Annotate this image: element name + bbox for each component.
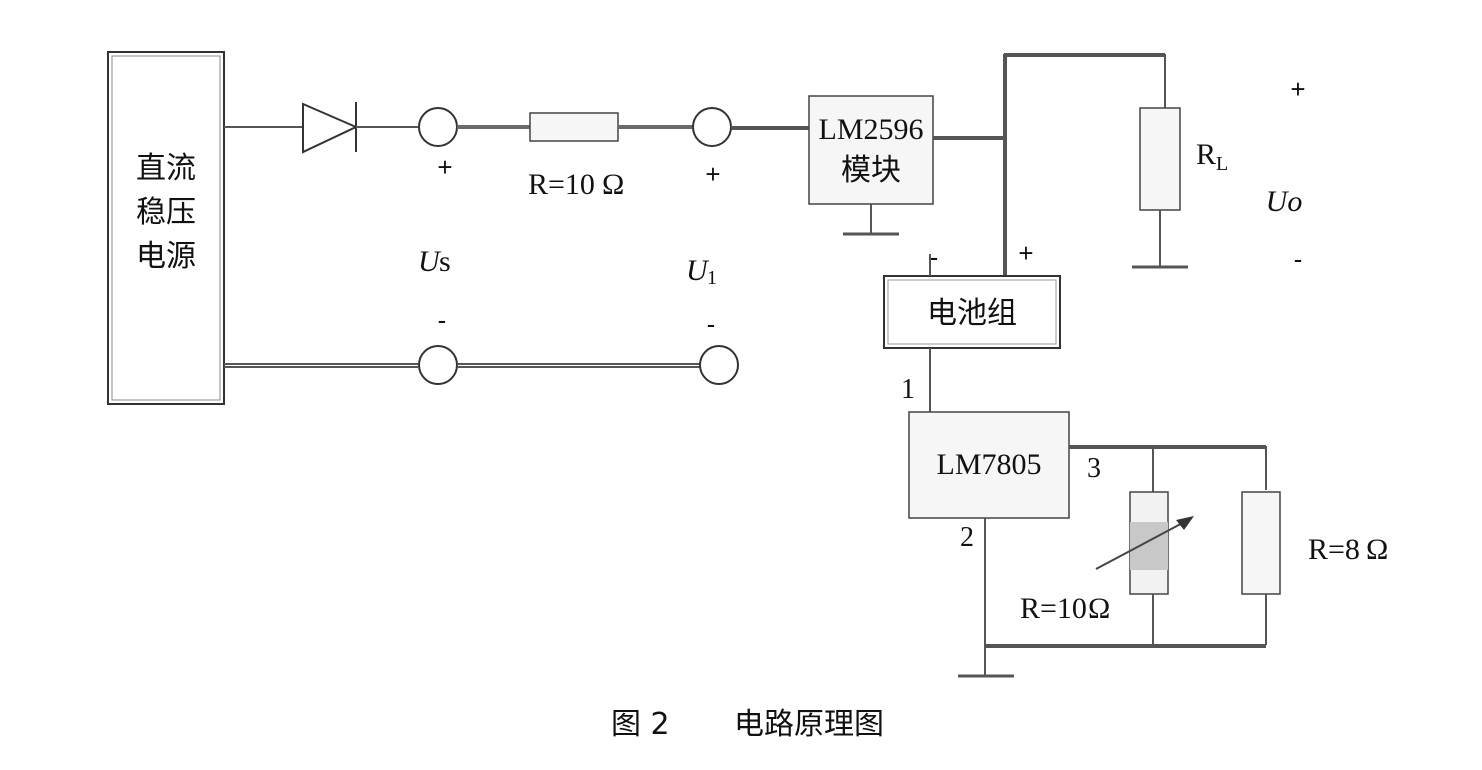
us-minus: - [438, 305, 447, 335]
terminal-us-plus [418, 107, 458, 147]
lm2596-module: LM2596 模块 [808, 95, 934, 205]
pot-label: R=10 [1020, 592, 1087, 625]
load-label: R [1196, 138, 1216, 171]
us-label: U [418, 245, 442, 278]
u1-label-sub: 1 [707, 267, 717, 289]
terminal-u1-minus [699, 345, 739, 385]
u1-plus: + [705, 159, 720, 189]
terminal-u1-plus [692, 107, 732, 147]
resistor-series-unit: Ω [602, 168, 624, 201]
lm2596-label: LM2596 [819, 113, 924, 146]
lm7805-label: LM7805 [937, 448, 1042, 481]
u1-label: U [686, 254, 710, 287]
battery-plus: + [1018, 238, 1033, 268]
u1-minus: - [707, 309, 716, 339]
battery-pack: 电池组 [883, 275, 1061, 349]
diode [302, 102, 359, 154]
pot-unit: Ω [1088, 592, 1110, 625]
us-plus: + [437, 152, 452, 182]
battery-minus: - [930, 242, 939, 272]
uo-label: Uo [1266, 185, 1303, 218]
figure-title: 电路原理图 [734, 707, 884, 742]
us-label-sub: s [439, 245, 451, 278]
figure-number: 图 2 [611, 707, 670, 742]
uo-plus: + [1290, 74, 1305, 104]
supply-label-3: 电源 [136, 239, 196, 274]
pin1-label: 1 [901, 374, 915, 405]
dc-power-supply: 直流 稳压 电源 [107, 51, 225, 405]
lm7805-regulator: LM7805 [908, 411, 1070, 519]
resistor-series [529, 112, 619, 142]
lm2596-sublabel: 模块 [841, 153, 901, 188]
resistor-8ohm [1241, 491, 1281, 595]
supply-label-2: 稳压 [136, 195, 196, 230]
load-label-sub: L [1216, 153, 1228, 175]
resistor-8-unit: Ω [1366, 533, 1388, 566]
supply-label-1: 直流 [136, 151, 196, 186]
terminal-us-minus [418, 345, 458, 385]
uo-minus: - [1294, 244, 1303, 274]
pin3-label: 3 [1087, 453, 1101, 484]
resistor-8-label: R=8 [1308, 533, 1360, 566]
battery-label: 电池组 [927, 296, 1017, 331]
resistor-series-label: R=10 [528, 168, 595, 201]
pin2-label: 2 [960, 522, 974, 553]
potentiometer [1095, 491, 1194, 595]
load-resistor [1139, 107, 1181, 211]
